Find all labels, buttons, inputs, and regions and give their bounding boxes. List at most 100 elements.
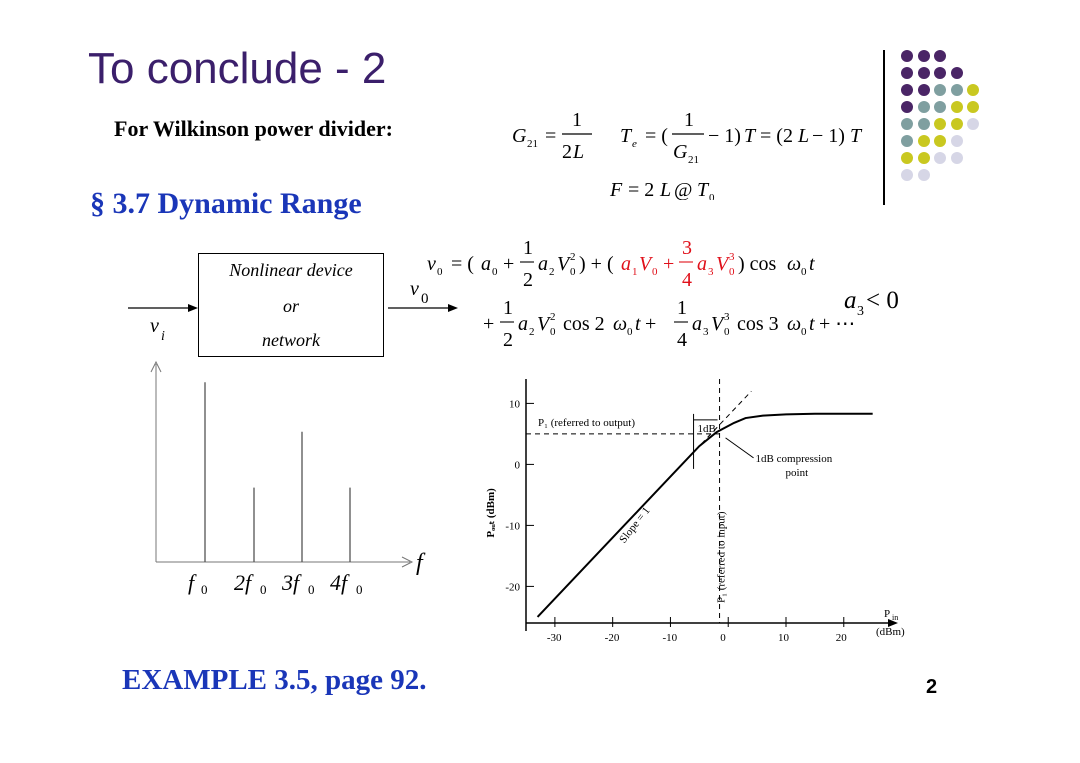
svg-text:L: L	[797, 125, 809, 147]
svg-text:V: V	[716, 253, 731, 275]
decor-dot	[901, 67, 913, 79]
decor-dot	[950, 84, 963, 96]
spectrum-tick-label: 2f	[234, 570, 254, 595]
spectrum-tick-label: 4f	[330, 570, 350, 595]
compression-label-2: point	[786, 467, 809, 479]
decor-dot	[934, 84, 946, 96]
svg-text:2: 2	[570, 251, 576, 263]
x-tick-label: -30	[547, 632, 562, 644]
svg-text:0: 0	[801, 266, 807, 278]
svg-text:= (: = (	[645, 125, 668, 147]
spectrum-tick-sub: 0	[201, 582, 208, 597]
svg-text:= (: = (	[451, 253, 474, 275]
svg-text:ω: ω	[613, 313, 627, 335]
svg-text:=: =	[545, 125, 556, 147]
x-axis-unit: (dBm)	[876, 626, 905, 638]
svg-text:+: +	[645, 313, 656, 335]
frequency-axis-label: f	[416, 550, 426, 576]
pout-curve	[536, 412, 873, 618]
svg-text:t: t	[809, 313, 815, 335]
svg-text:T: T	[697, 179, 710, 200]
decorative-dots	[900, 50, 1015, 190]
svg-text:< 0: < 0	[866, 287, 899, 314]
input-sub: i	[161, 329, 165, 344]
decor-dot	[917, 84, 930, 96]
svg-text:1: 1	[523, 237, 533, 259]
svg-text:0: 0	[492, 266, 498, 278]
svg-text:2: 2	[523, 269, 533, 291]
svg-text:L: L	[572, 141, 584, 163]
svg-text:0: 0	[550, 326, 556, 338]
a3-condition: a 3 < 0	[844, 287, 899, 319]
decor-dot	[967, 101, 979, 113]
svg-text:@: @	[674, 179, 692, 200]
spectrum-tick-sub: 0	[260, 582, 267, 597]
svg-text:3: 3	[729, 251, 735, 263]
decor-dot	[917, 101, 930, 113]
output-label: v	[410, 278, 419, 300]
svg-text:) cos: ) cos	[738, 253, 777, 275]
compression-pointer	[725, 437, 754, 459]
decor-dot	[917, 118, 930, 130]
svg-text:21: 21	[688, 154, 699, 166]
decor-dot	[917, 67, 930, 79]
svg-text:1: 1	[632, 266, 638, 278]
svg-text:0: 0	[709, 192, 715, 200]
decor-dot	[934, 50, 946, 62]
x-tick-label: -20	[605, 632, 620, 644]
svg-text:+: +	[503, 253, 514, 275]
svg-text:2: 2	[549, 266, 555, 278]
spectrum-tick-sub: 0	[356, 582, 363, 597]
page-number: 2	[926, 676, 938, 698]
svg-text:ω: ω	[787, 253, 801, 275]
spectrum-tick-label: f	[188, 570, 197, 595]
svg-text:= 2: = 2	[628, 179, 654, 200]
decor-dot	[934, 118, 946, 130]
decor-dot	[917, 152, 930, 164]
svg-text:T: T	[850, 125, 863, 147]
box-label-line3: network	[262, 330, 320, 350]
decor-dot	[901, 135, 913, 147]
svg-text:a: a	[621, 253, 631, 275]
svg-text:+: +	[483, 313, 494, 335]
svg-text:V: V	[639, 253, 654, 275]
decor-dot	[934, 135, 946, 147]
decor-dot	[967, 84, 979, 96]
svg-text:1: 1	[677, 297, 687, 319]
svg-text:G: G	[512, 125, 527, 147]
spectrum-tick-sub: 0	[308, 582, 315, 597]
svg-text:ω: ω	[787, 313, 801, 335]
x-axis-label-sub: in	[892, 613, 898, 622]
decor-dot	[917, 169, 930, 181]
x-axis-arrow	[888, 619, 898, 627]
svg-text:e: e	[632, 138, 637, 150]
section-heading: § 3.7 Dynamic Range	[90, 187, 362, 220]
box-label-line2: or	[282, 296, 299, 316]
svg-text:cos 2: cos 2	[563, 313, 605, 335]
decor-dot	[950, 101, 963, 113]
spectrum-tick-label: 3f	[281, 570, 302, 595]
decor-dot	[901, 101, 913, 113]
svg-text:1: 1	[684, 109, 694, 131]
decor-dot	[934, 152, 946, 164]
p1-input-label: P₁ (referred to input)	[716, 511, 728, 603]
svg-text:3: 3	[708, 266, 714, 278]
svg-text:0: 0	[570, 266, 576, 278]
decor-dot	[950, 152, 963, 164]
wilkinson-label: For Wilkinson power divider:	[114, 116, 393, 141]
svg-text:4: 4	[682, 269, 692, 291]
svg-text:1: 1	[503, 297, 513, 319]
decor-dot	[950, 67, 963, 79]
compression-label-1: 1dB compression	[756, 453, 833, 465]
svg-text:L: L	[659, 179, 671, 200]
input-arrow: v i	[128, 304, 198, 344]
decor-dot	[950, 118, 963, 130]
p1-output-label: P₁ (referred to output)	[538, 417, 635, 429]
y-axis-label: Pₒᵤₜ (dBm)	[485, 488, 497, 538]
x-tick-label: 20	[836, 632, 848, 644]
box-label-line1: Nonlinear device	[229, 260, 353, 280]
output-arrow: v 0	[388, 278, 458, 312]
